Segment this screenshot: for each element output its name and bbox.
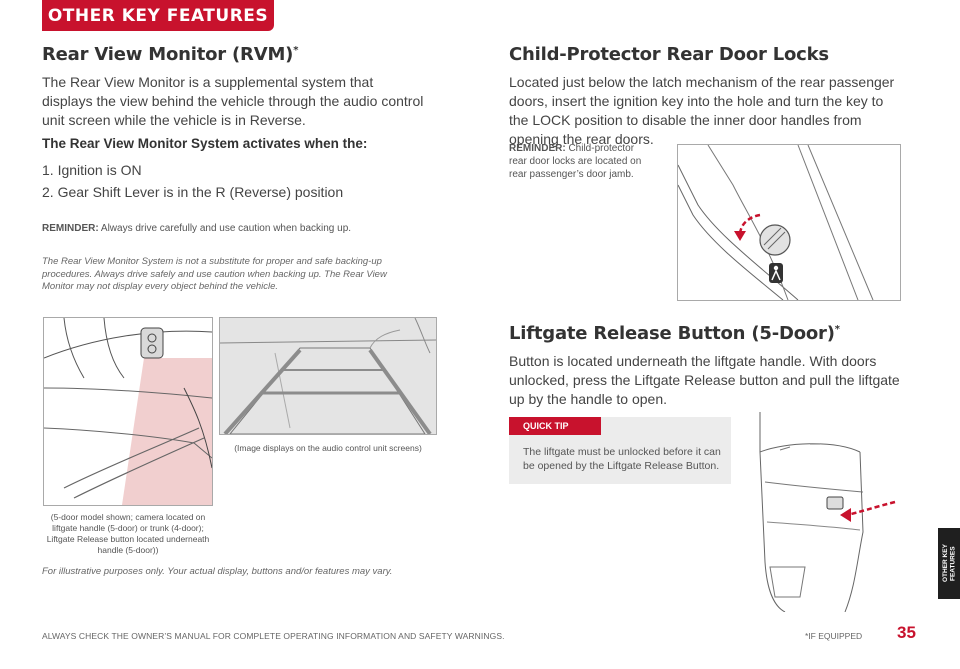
rvm-activates-heading: The Rear View Monitor System activates w… [42,136,368,151]
child-lock-title: Child-Protector Rear Door Locks [509,44,829,65]
quick-tip-text: The liftgate must be unlocked before it … [523,446,721,472]
illustrative-note: For illustrative purposes only. Your act… [42,566,393,577]
rvm-reminder: REMINDER: Always drive carefully and use… [42,223,352,234]
rvm-condition-2: 2. Gear Shift Lever is in the R (Reverse… [42,184,344,200]
quick-tip-label: QUICK TIP [509,417,601,435]
child-lock-reminder: REMINDER: Child-protector rear door lock… [509,143,642,180]
rvm-screen-caption: (Image displays on the audio control uni… [234,443,422,453]
child-lock-body: Located just below the latch mechanism o… [509,74,895,147]
sidebar-section-tab: OTHER KEY FEATURES [938,528,960,599]
rvm-screen-image [219,317,437,435]
section-tab: OTHER KEY FEATURES [42,0,274,31]
liftgate-title: Liftgate Release Button (5-Door)* [509,323,840,344]
footer-equipped: *IF EQUIPPED [805,631,863,641]
child-lock-knob-icon [759,224,791,256]
rvm-intro: The Rear View Monitor is a supplemental … [42,74,424,128]
child-lock-image [677,144,901,301]
liftgate-button-icon [826,496,844,510]
liftgate-image [745,412,905,613]
camera-icon [140,327,164,359]
liftgate-car-illustration [759,412,896,613]
page-number: 35 [897,623,916,642]
rvm-car-image [43,317,213,506]
rvm-car-caption: (5-door model shown; camera located on l… [46,512,210,555]
rvm-condition-1: 1. Ignition is ON [42,162,142,178]
backup-guidelines-illustration [220,318,436,434]
rvm-title: Rear View Monitor (RVM)* [42,44,299,65]
door-jamb-illustration [678,145,874,300]
footer-warning: ALWAYS CHECK THE OWNER’S MANUAL FOR COMP… [42,631,505,641]
liftgate-body: Button is located underneath the liftgat… [509,353,900,407]
rvm-disclaimer: The Rear View Monitor System is not a su… [42,256,387,292]
car-rear-illustration [44,318,212,505]
